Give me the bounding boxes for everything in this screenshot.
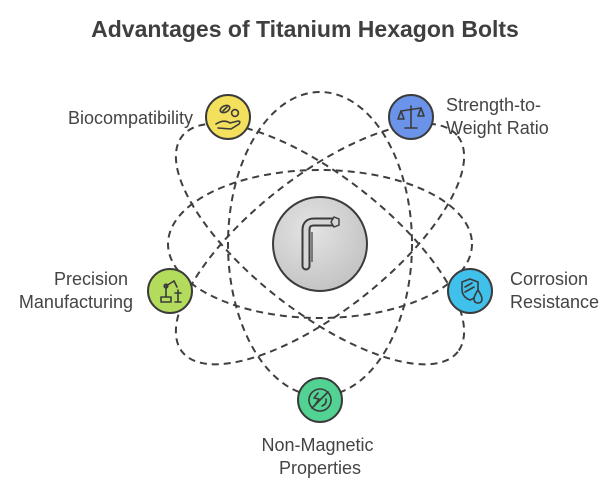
robot-arm-icon bbox=[160, 280, 182, 303]
corrosion-resistance-label: Corrosion Resistance bbox=[510, 269, 599, 312]
node-strength-to-weight: Strength-to- Weight Ratio bbox=[388, 94, 549, 140]
precision-manufacturing-circle bbox=[147, 268, 193, 314]
corrosion-resistance-label-line-1: Corrosion bbox=[510, 269, 588, 289]
precision-manufacturing-label-line-1: Precision bbox=[54, 269, 128, 289]
node-non-magnetic: Non-Magnetic Properties bbox=[261, 377, 378, 478]
non-magnetic-label: Non-Magnetic Properties bbox=[261, 435, 378, 478]
biocompatibility-label: Biocompatibility bbox=[68, 108, 193, 128]
page-title: Advantages of Titanium Hexagon Bolts bbox=[91, 16, 519, 42]
biocompatibility-label-line-1: Biocompatibility bbox=[68, 108, 193, 128]
no-magnet-icon bbox=[308, 388, 332, 412]
center-hub bbox=[272, 196, 368, 292]
hex-key-icon bbox=[301, 216, 340, 271]
orbit-diagonal-b bbox=[174, 122, 466, 366]
strength-to-weight-label-line-2: Weight Ratio bbox=[446, 118, 549, 138]
orbit-horizontal bbox=[167, 169, 473, 319]
node-corrosion-resistance: Corrosion Resistance bbox=[447, 268, 599, 314]
non-magnetic-label-line-2: Properties bbox=[279, 458, 361, 478]
corrosion-resistance-label-line-2: Resistance bbox=[510, 292, 599, 312]
corrosion-resistance-circle bbox=[447, 268, 493, 314]
biocompatibility-circle bbox=[205, 94, 251, 140]
node-biocompatibility: Biocompatibility bbox=[68, 94, 251, 140]
node-precision-manufacturing: Precision Manufacturing bbox=[19, 268, 193, 314]
strength-to-weight-label-line-1: Strength-to- bbox=[446, 95, 541, 115]
pills-hand-icon bbox=[215, 104, 241, 130]
scale-icon bbox=[397, 105, 425, 129]
orbit-diagonal-a bbox=[174, 122, 466, 366]
precision-manufacturing-label: Precision Manufacturing bbox=[19, 269, 133, 312]
precision-manufacturing-label-line-2: Manufacturing bbox=[19, 292, 133, 312]
shield-drop-icon bbox=[461, 278, 483, 304]
strength-to-weight-label: Strength-to- Weight Ratio bbox=[446, 95, 549, 138]
non-magnetic-label-line-1: Non-Magnetic bbox=[261, 435, 373, 455]
